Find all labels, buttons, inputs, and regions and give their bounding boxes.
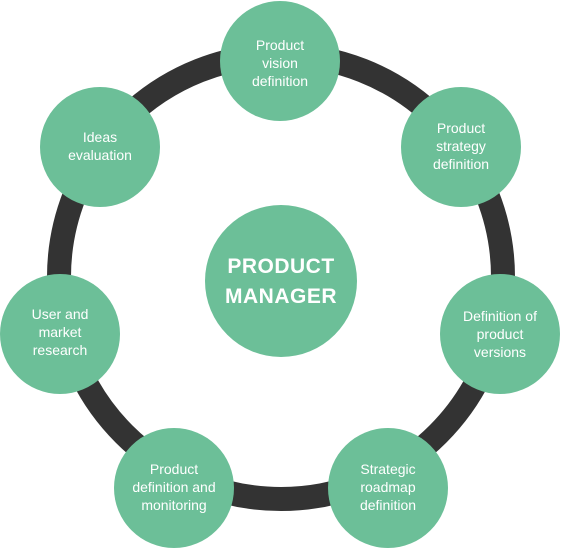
node-label-line: Ideas bbox=[83, 129, 117, 145]
node-label-line: Strategic bbox=[360, 461, 415, 477]
center-node: PRODUCT MANAGER bbox=[205, 205, 357, 357]
node-product-monitoring: Product definition and monitoring bbox=[114, 428, 234, 548]
node-label-line: Product bbox=[437, 120, 485, 136]
node-circle bbox=[220, 1, 340, 121]
center-circle bbox=[205, 205, 357, 357]
node-label-line: definition bbox=[433, 156, 489, 172]
node-label-line: definition bbox=[360, 497, 416, 513]
node-circle bbox=[328, 428, 448, 548]
node-ideas-evaluation: Ideas evaluation bbox=[40, 87, 160, 207]
node-circle bbox=[440, 274, 560, 394]
node-label-line: monitoring bbox=[141, 497, 206, 513]
node-product-versions: Definition of product versions bbox=[440, 274, 560, 394]
node-label-line: Product bbox=[150, 461, 198, 477]
node-label-line: market bbox=[39, 324, 82, 340]
node-circle bbox=[401, 87, 521, 207]
node-circle bbox=[40, 87, 160, 207]
node-label-line: Product bbox=[256, 37, 304, 53]
center-label-line-1: PRODUCT bbox=[227, 255, 334, 278]
center-label-line-2: MANAGER bbox=[225, 285, 337, 308]
node-label-line: definition and bbox=[132, 479, 215, 495]
node-label-line: Definition of bbox=[463, 308, 537, 324]
node-label-line: product bbox=[477, 326, 524, 342]
node-label-line: definition bbox=[252, 73, 308, 89]
node-user-market-research: User and market research bbox=[0, 274, 120, 394]
node-circle bbox=[114, 428, 234, 548]
node-label-line: research bbox=[33, 342, 87, 358]
node-circle bbox=[0, 274, 120, 394]
node-label-line: versions bbox=[474, 344, 526, 360]
node-product-vision: Product vision definition bbox=[220, 1, 340, 121]
node-label-line: roadmap bbox=[360, 479, 415, 495]
node-label-line: evaluation bbox=[68, 147, 132, 163]
node-product-strategy: Product strategy definition bbox=[401, 87, 521, 207]
node-strategic-roadmap: Strategic roadmap definition bbox=[328, 428, 448, 548]
node-label-line: User and bbox=[32, 306, 89, 322]
node-label-line: vision bbox=[262, 55, 298, 71]
node-label-line: strategy bbox=[436, 138, 486, 154]
